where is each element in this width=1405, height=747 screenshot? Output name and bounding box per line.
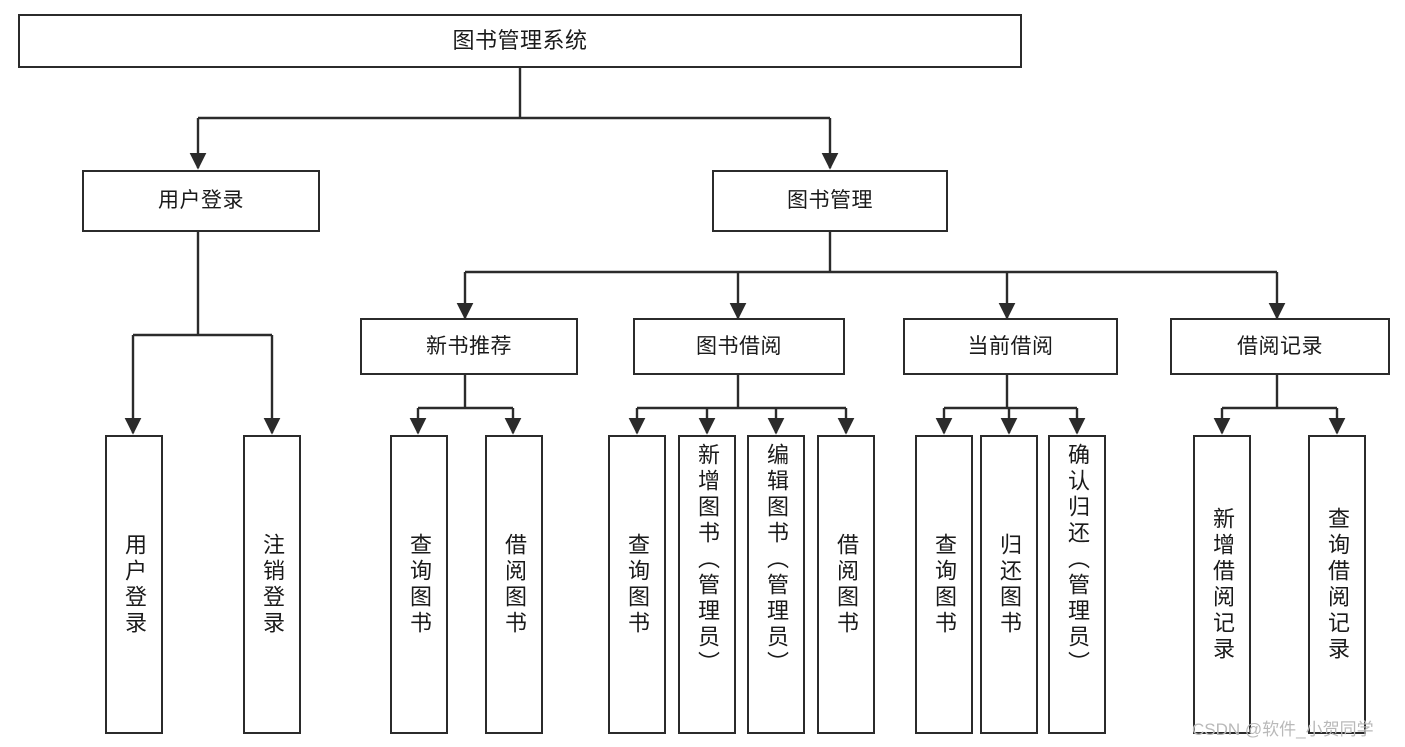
node-label: 注销登录 <box>260 532 285 637</box>
node-new-book-recommend[interactable]: 新书推荐 <box>360 318 578 375</box>
node-label: 图书借阅 <box>696 334 782 358</box>
node-leaf-confirm-return-admin[interactable]: 确认归还（管理员） <box>1048 435 1106 734</box>
node-leaf-add-borrow-record[interactable]: 新增借阅记录 <box>1193 435 1251 734</box>
node-leaf-borrow-book-1[interactable]: 借阅图书 <box>485 435 543 734</box>
node-label: 图书管理 <box>787 189 873 213</box>
node-label: 查询图书 <box>932 532 957 637</box>
node-label: 新增借阅记录 <box>1210 506 1235 663</box>
node-label: 当前借阅 <box>967 334 1054 358</box>
node-leaf-edit-book-admin[interactable]: 编辑图书（管理员） <box>747 435 805 734</box>
node-root-book-management-system[interactable]: 图书管理系统 <box>18 14 1022 68</box>
node-leaf-query-book-3[interactable]: 查询图书 <box>915 435 973 734</box>
node-leaf-user-login[interactable]: 用户登录 <box>105 435 163 734</box>
node-current-borrow[interactable]: 当前借阅 <box>903 318 1118 375</box>
node-label: 用户登录 <box>122 532 147 637</box>
node-book-borrow[interactable]: 图书借阅 <box>633 318 845 375</box>
node-leaf-borrow-book-2[interactable]: 借阅图书 <box>817 435 875 734</box>
node-label: 借阅图书 <box>502 532 527 637</box>
node-label: 新增图书（管理员） <box>695 443 720 677</box>
node-label: 新书推荐 <box>426 334 512 358</box>
node-label: 查询借阅记录 <box>1325 506 1350 663</box>
node-label: 确认归还（管理员） <box>1065 443 1090 677</box>
node-label: 归还图书 <box>997 532 1022 637</box>
node-user-login[interactable]: 用户登录 <box>82 170 320 232</box>
node-leaf-query-book-2[interactable]: 查询图书 <box>608 435 666 734</box>
node-label: 用户登录 <box>158 189 244 213</box>
node-borrow-record[interactable]: 借阅记录 <box>1170 318 1390 375</box>
node-label: 图书管理系统 <box>452 27 588 53</box>
node-leaf-logout-login[interactable]: 注销登录 <box>243 435 301 734</box>
node-label: 借阅图书 <box>834 532 859 637</box>
node-book-management[interactable]: 图书管理 <box>712 170 948 232</box>
node-leaf-query-book-1[interactable]: 查询图书 <box>390 435 448 734</box>
node-leaf-add-book-admin[interactable]: 新增图书（管理员） <box>678 435 736 734</box>
node-label: 查询图书 <box>625 532 650 637</box>
node-leaf-return-book[interactable]: 归还图书 <box>980 435 1038 734</box>
node-leaf-query-borrow-record[interactable]: 查询借阅记录 <box>1308 435 1366 734</box>
node-label: 查询图书 <box>407 532 432 637</box>
csdn-watermark: CSDN @软件_小贺同学 <box>1192 720 1374 739</box>
node-label: 编辑图书（管理员） <box>764 443 789 677</box>
node-label: 借阅记录 <box>1237 334 1323 358</box>
